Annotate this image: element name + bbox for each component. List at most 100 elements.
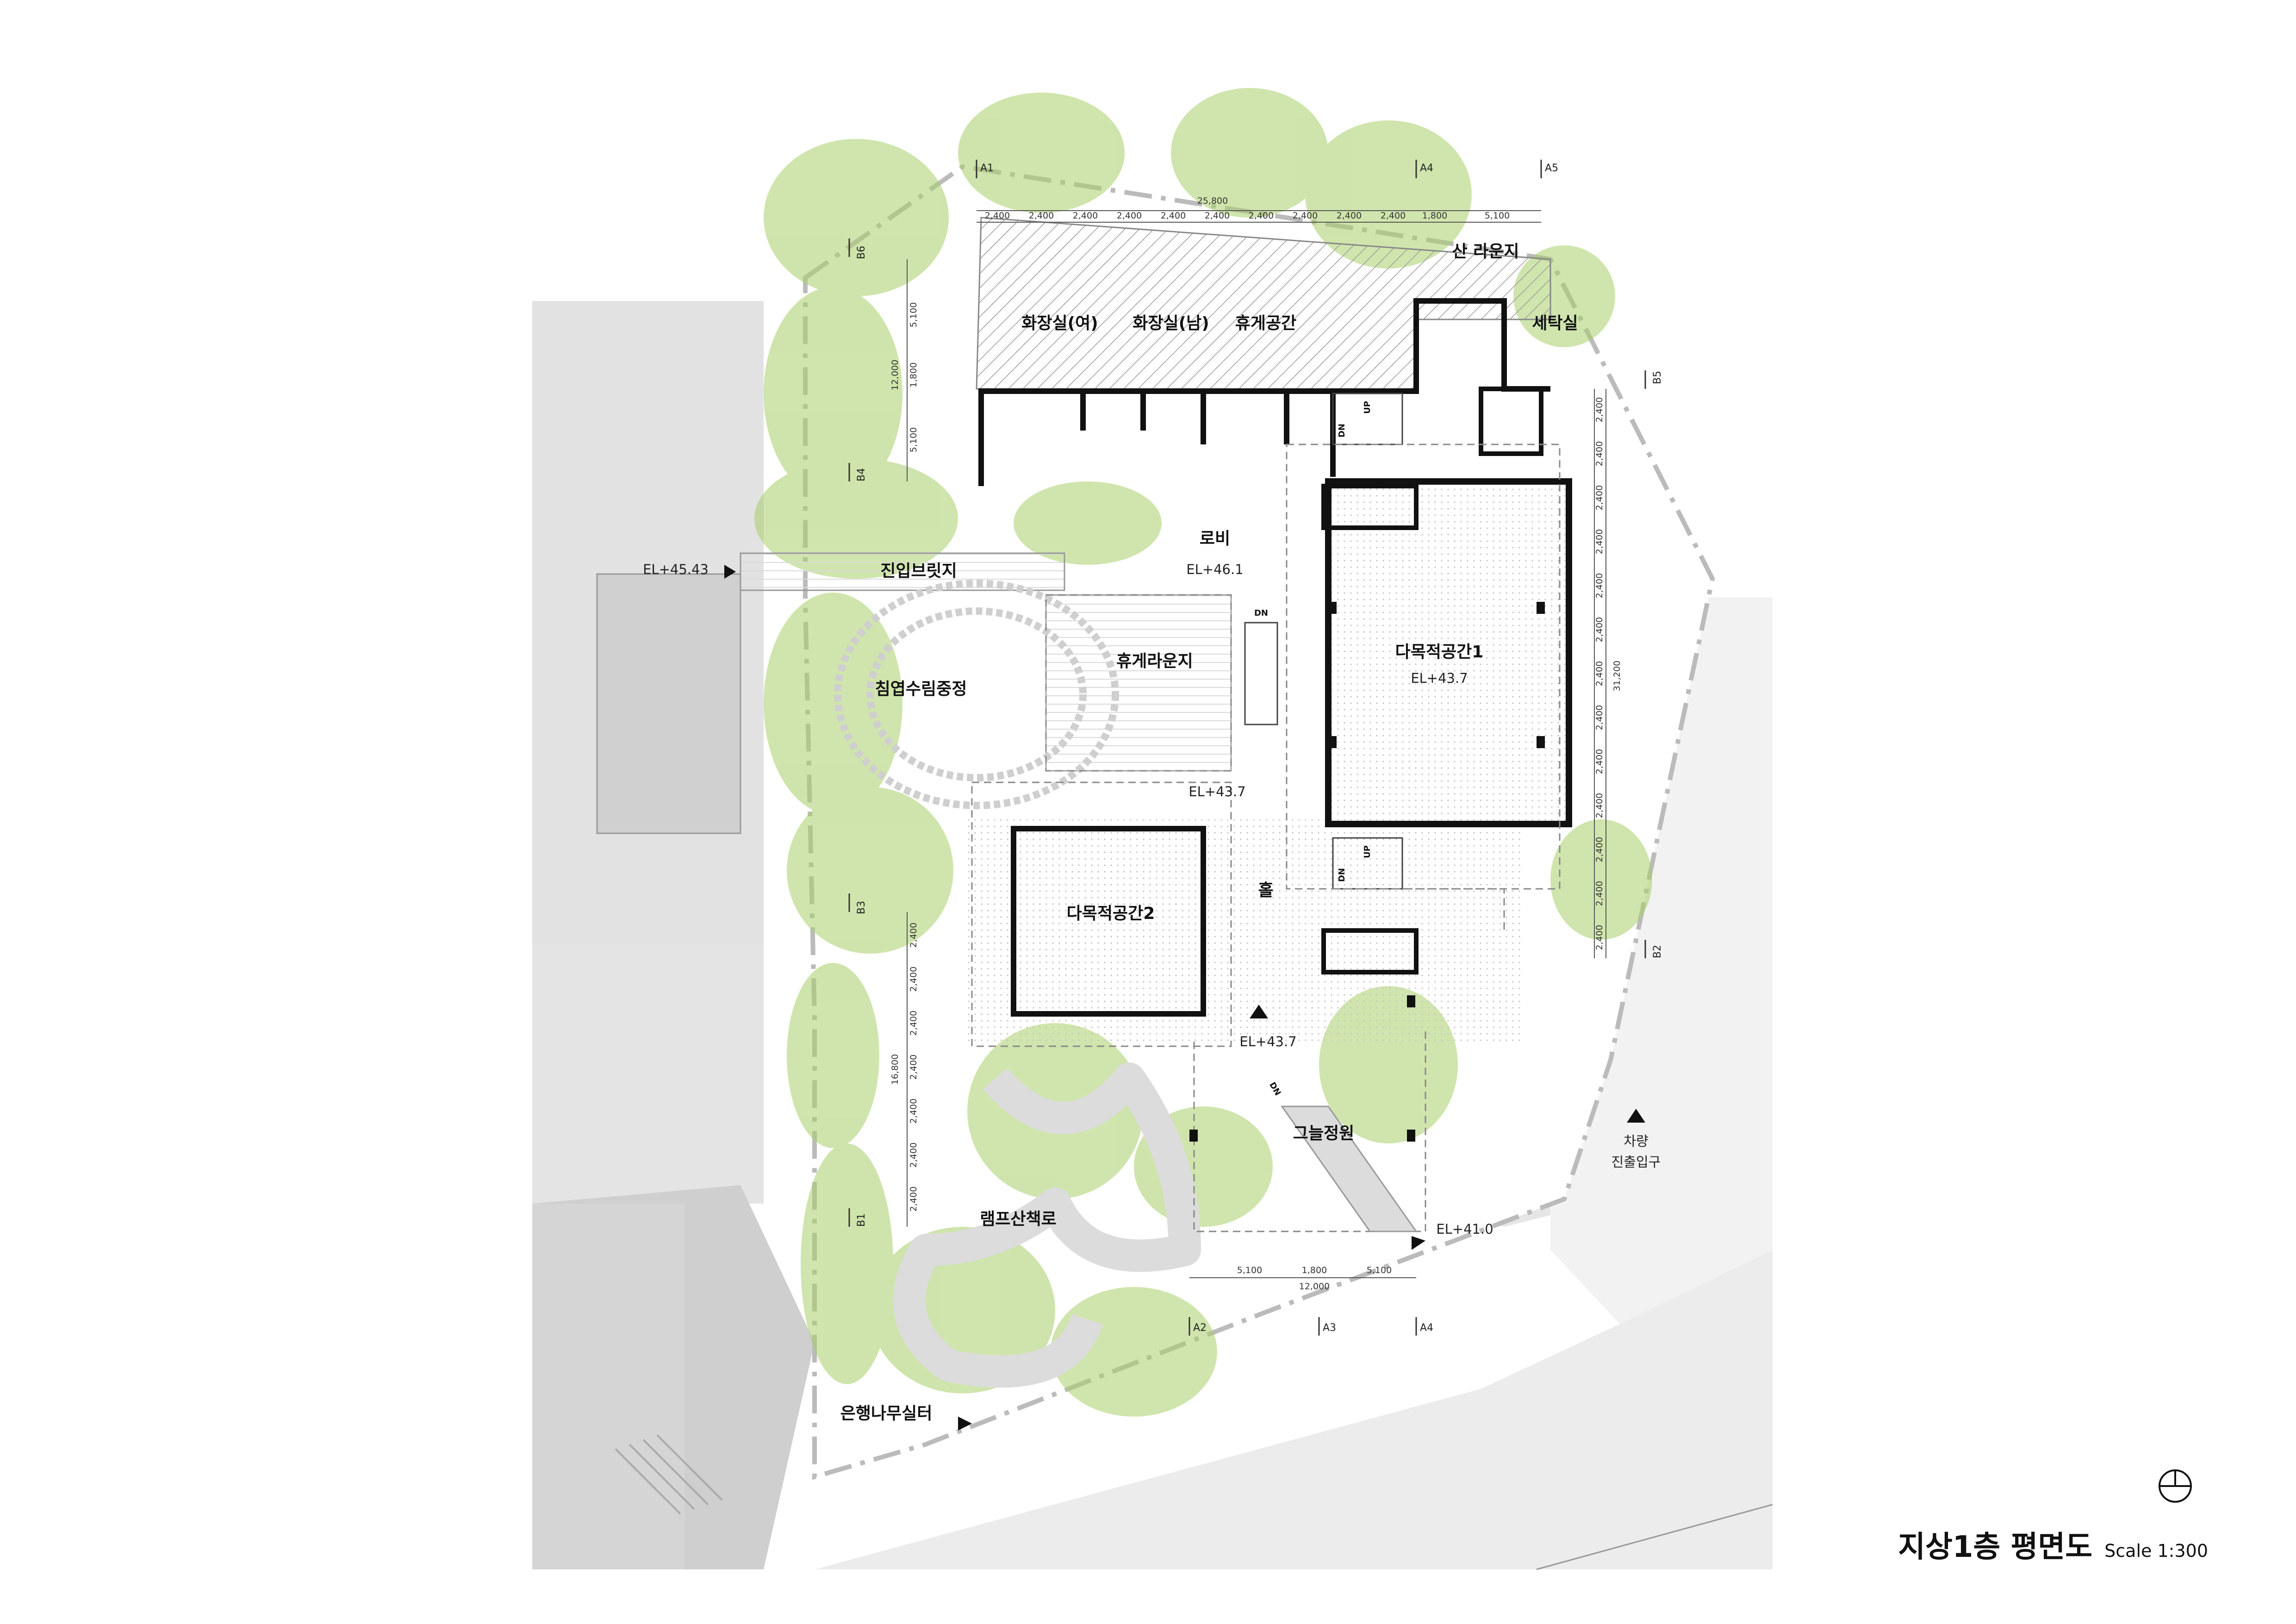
svg-text:2,400: 2,400 [1293,211,1318,221]
svg-text:2,400: 2,400 [1594,925,1605,950]
dim-bottom: 5,100 1,800 12,000 5,100 [1237,1265,1392,1292]
svg-text:2,400: 2,400 [1594,397,1605,422]
svg-text:2,400: 2,400 [908,967,919,992]
label-ginkgo-yard: 은행나무실터 [840,1404,933,1423]
label-ramp-trail: 램프산책로 [980,1210,1057,1229]
lobby-deck [1045,594,1232,772]
svg-text:2,400: 2,400 [908,1099,919,1124]
courtyard-rings [834,580,1119,809]
axis-B6: B6 [856,246,867,259]
shade-garden-steps [1281,1106,1418,1232]
svg-text:2,400: 2,400 [1594,881,1605,906]
axis-A2: A2 [1193,1322,1207,1334]
label-rest-space: 휴게공간 [1235,314,1296,333]
interior-dashes [1045,443,1561,1232]
svg-text:2,400: 2,400 [1594,617,1605,642]
svg-text:1,800: 1,800 [1302,1265,1327,1275]
dim-left-lower-total: 16,800 [890,1054,900,1085]
label-rest-lounge: 휴게라운지 [1116,652,1193,671]
svg-text:1,800: 1,800 [1422,211,1447,221]
axis-A1: A1 [980,162,994,174]
svg-text:2,400: 2,400 [1337,211,1362,221]
axis-A3: A3 [1323,1322,1336,1334]
svg-text:2,400: 2,400 [1117,211,1142,221]
svg-text:2,400: 2,400 [1594,661,1605,686]
svg-text:2,400: 2,400 [908,1055,919,1080]
label-toilet-m: 화장실(남) [1132,314,1209,333]
svg-text:2,400: 2,400 [1594,573,1605,598]
svg-text:12,000: 12,000 [890,360,900,390]
north-arrow-icon [2159,1469,2192,1503]
axis-B1: B1 [856,1213,867,1227]
dn-tag-core1: DN [1337,424,1347,437]
axis-A4-top: A4 [1420,162,1433,174]
axis-B5: B5 [1652,371,1663,384]
label-vehicle-entry-2: 진출입구 [1612,1154,1661,1170]
label-lobby: 로비 [1200,529,1230,548]
axis-B2: B2 [1652,945,1663,958]
core-boxes [1321,387,1543,974]
svg-text:5,100: 5,100 [1485,211,1510,221]
dim-left-upper: 5,100 12,000 1,800 5,100 [890,302,919,452]
svg-text:2,400: 2,400 [1594,705,1605,730]
up-tag-core1: UP [1363,401,1372,414]
elevation-road: EL+41.0 [1436,1221,1493,1237]
dim-top-total: 25,800 [1197,196,1228,206]
ramp-trail-path [893,1062,1201,1388]
label-multi2: 다목적공간2 [1067,904,1155,923]
svg-text:2,400: 2,400 [985,211,1010,221]
label-shade-garden: 그늘정원 [1293,1124,1354,1143]
svg-text:5,100: 5,100 [908,427,919,452]
axis-B4: B4 [856,468,867,481]
label-hall: 홀 [1258,881,1273,900]
dim-left-lower-segments: 2,400 2,400 2,400 2,400 2,400 2,400 2,40… [908,923,919,1212]
grid-axes [848,160,1646,1336]
label-laundry: 세탁실 [1532,314,1578,333]
markers [724,565,1645,1430]
svg-text:2,400: 2,400 [908,923,919,948]
svg-text:2,400: 2,400 [1594,485,1605,510]
title-block: 지상1층 평면도 Scale 1:300 [1898,1523,2208,1566]
label-courtyard: 침엽수림중정 [875,680,967,699]
svg-text:2,400: 2,400 [1161,211,1186,221]
elevation-bridge: EL+45.43 [643,562,709,577]
svg-text:5,100: 5,100 [1237,1265,1262,1275]
axis-A4-bottom: A4 [1420,1322,1433,1334]
svg-text:2,400: 2,400 [1594,749,1605,774]
svg-text:2,400: 2,400 [1594,837,1605,862]
svg-text:2,400: 2,400 [1381,211,1406,221]
dn-tag-core2: DN [1337,868,1347,882]
label-entry-bridge: 진입브릿지 [880,562,957,581]
dim-right-segments: 2,400 2,400 2,400 2,400 2,400 2,400 2,40… [1594,397,1605,950]
svg-text:2,400: 2,400 [1249,211,1274,221]
svg-text:2,400: 2,400 [908,1011,919,1036]
elevation-hall: EL+43.7 [1239,1034,1296,1049]
label-toilet-f: 화장실(여) [1021,314,1098,333]
multi2-block [1011,826,1206,1017]
elevation-multi1: EL+43.7 [1411,670,1468,686]
elevation-lobby: EL+46.1 [1186,562,1243,577]
stairs [1244,393,1403,890]
svg-text:1,800: 1,800 [908,362,919,387]
svg-text:12,000: 12,000 [1299,1281,1330,1292]
dimension-lines [907,210,1606,1278]
columns [1189,602,1545,1142]
svg-text:2,400: 2,400 [1205,211,1230,221]
multi1-block [1325,478,1572,827]
dn-tag-lounge: DN [1254,608,1268,618]
scale-text: Scale 1:300 [2104,1541,2208,1561]
svg-text:2,400: 2,400 [1073,211,1098,221]
label-vehicle-entry-1: 차량 [1624,1133,1648,1149]
axis-A5: A5 [1545,162,1558,174]
axis-B3: B3 [856,901,867,914]
svg-text:2,400: 2,400 [1594,793,1605,818]
up-tag-core2: UP [1363,845,1372,858]
svg-text:2,400: 2,400 [1594,529,1605,554]
dim-top-segments: 2,400 2,400 2,400 2,400 2,400 2,400 2,40… [985,211,1510,221]
svg-text:2,400: 2,400 [908,1143,919,1168]
drawing-title: 지상1층 평면도 [1898,1530,2093,1564]
dim-right-total: 31,200 [1612,661,1622,691]
svg-text:2,400: 2,400 [908,1187,919,1212]
svg-text:5,100: 5,100 [908,302,919,327]
